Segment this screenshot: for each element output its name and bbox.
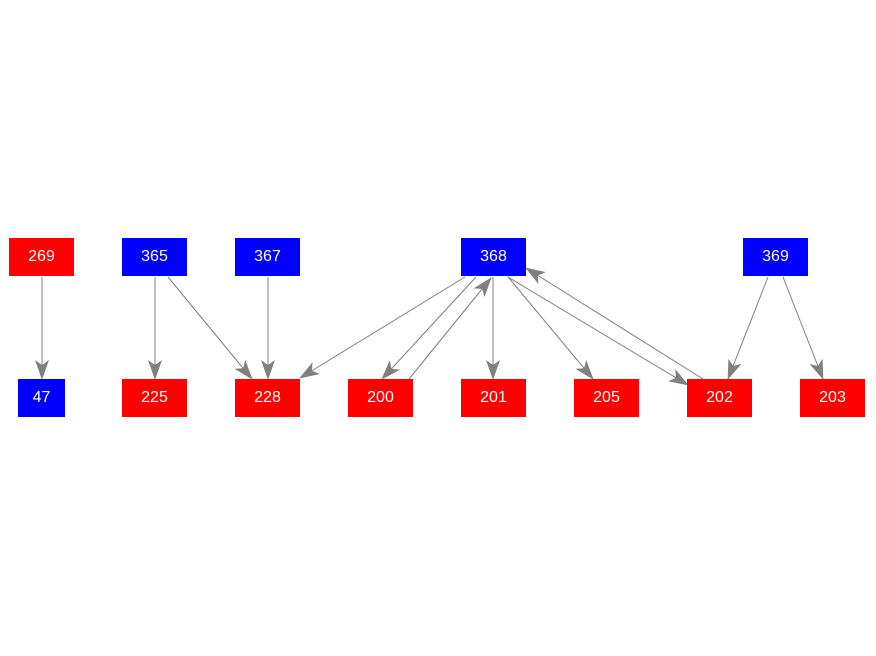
node-367[interactable]: 367	[235, 238, 300, 276]
node-label: 202	[706, 389, 733, 406]
node-label: 201	[480, 389, 507, 406]
node-205[interactable]: 205	[574, 379, 639, 417]
node-47[interactable]: 47	[18, 379, 65, 417]
node-228[interactable]: 228	[235, 379, 300, 417]
edge-369-to-202	[727, 276, 769, 380]
node-269[interactable]: 269	[9, 238, 74, 276]
node-label: 269	[28, 248, 55, 265]
node-label: 369	[762, 248, 789, 265]
node-225[interactable]: 225	[122, 379, 187, 417]
node-365[interactable]: 365	[122, 238, 187, 276]
node-368[interactable]: 368	[461, 238, 526, 276]
node-label: 205	[593, 389, 620, 406]
edge-200-to-368	[408, 277, 492, 380]
edge-368-to-202	[507, 276, 689, 386]
node-201[interactable]: 201	[461, 379, 526, 417]
node-label: 365	[141, 248, 168, 265]
edge-369-to-203	[782, 276, 824, 380]
node-label: 228	[254, 389, 281, 406]
node-label: 200	[367, 389, 394, 406]
edge-368-to-200	[381, 276, 477, 380]
edge-202-to-368	[525, 267, 704, 380]
node-202[interactable]: 202	[687, 379, 752, 417]
node-label: 47	[32, 389, 51, 406]
node-200[interactable]: 200	[348, 379, 413, 417]
node-label: 203	[819, 389, 846, 406]
node-label: 368	[480, 248, 507, 265]
edge-368-to-205	[507, 276, 594, 380]
edge-368-to-228	[299, 276, 466, 379]
node-203[interactable]: 203	[800, 379, 865, 417]
node-label: 367	[254, 248, 281, 265]
node-369[interactable]: 369	[743, 238, 808, 276]
node-label: 225	[141, 389, 168, 406]
edge-365-to-228	[167, 276, 253, 380]
